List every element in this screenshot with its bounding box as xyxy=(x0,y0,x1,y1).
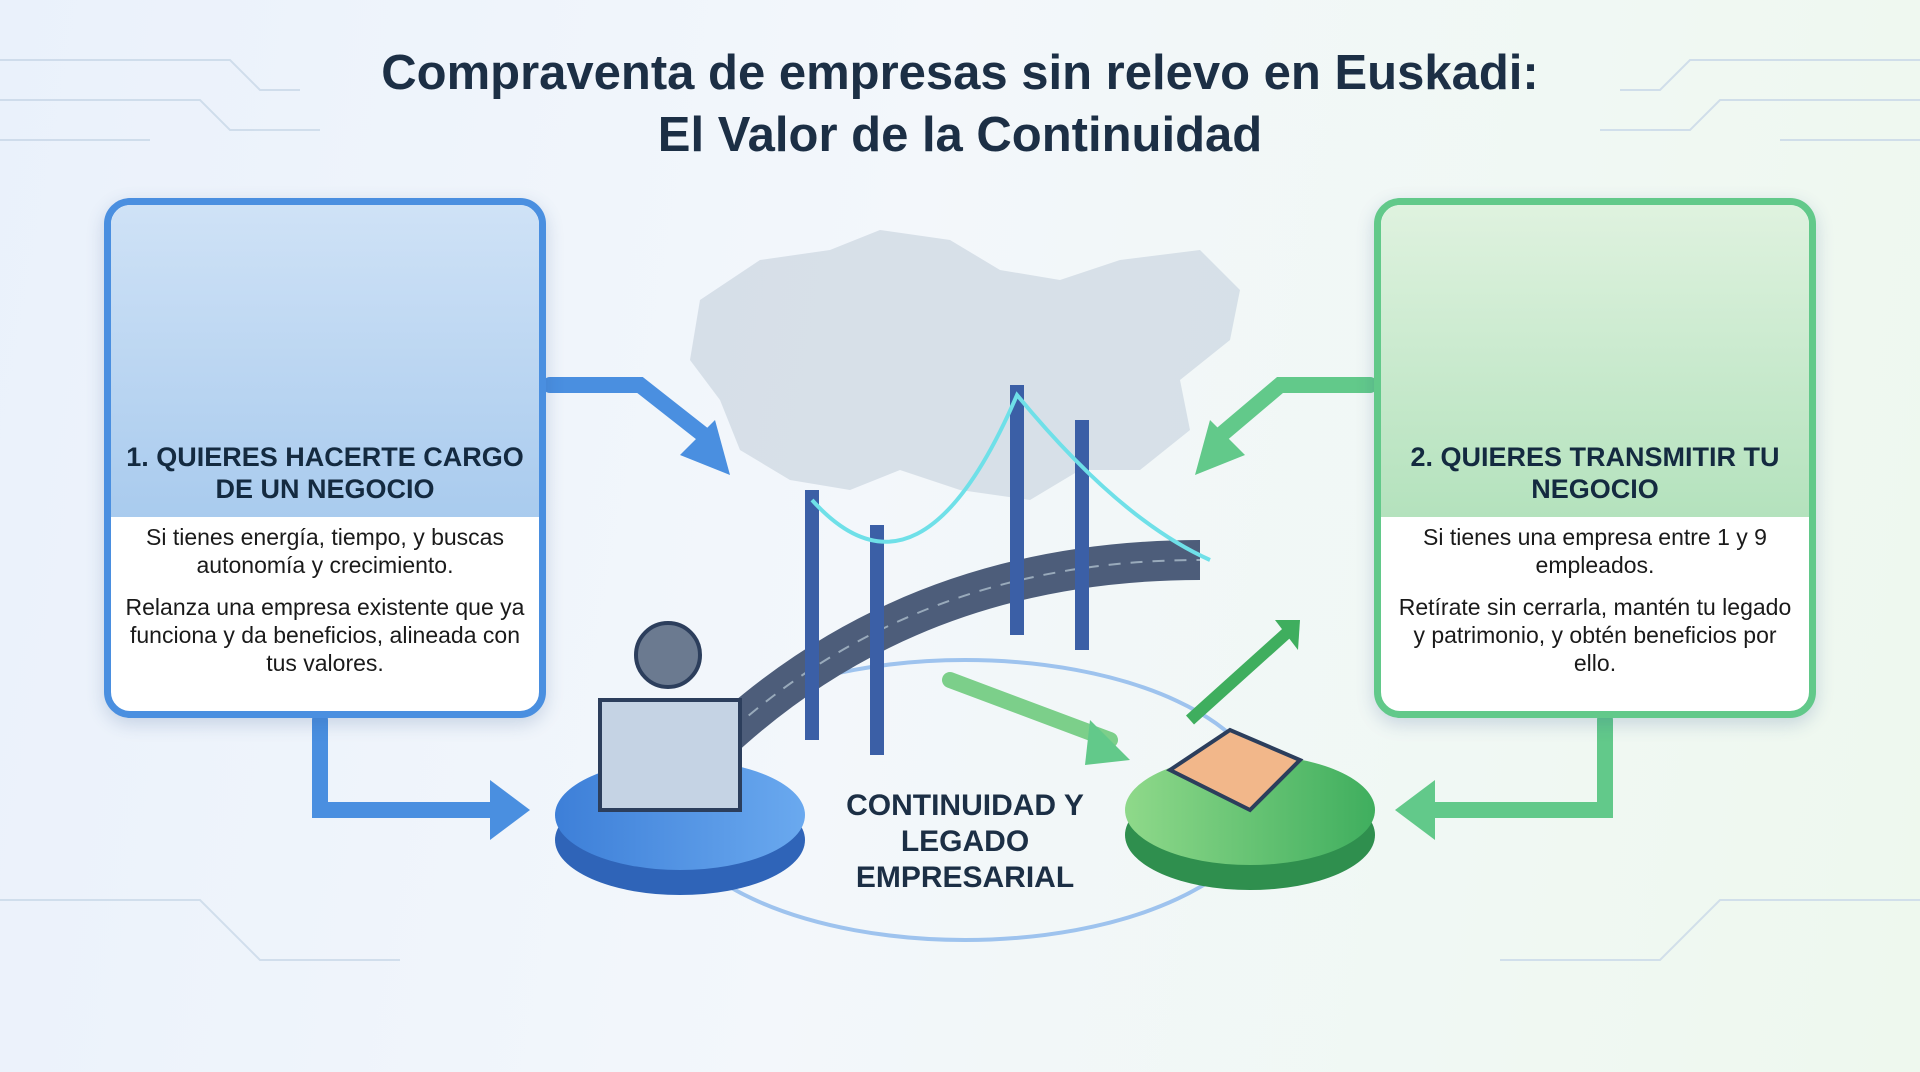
card-text: Relanza una empresa existente que ya fun… xyxy=(125,594,525,676)
card-header xyxy=(111,205,539,517)
bridge-icon xyxy=(685,385,1211,775)
card-header xyxy=(1381,205,1809,517)
euskadi-map xyxy=(690,230,1240,500)
card-body: Si tienes una empresa entre 1 y 9 emplea… xyxy=(1391,523,1799,691)
arrows xyxy=(312,377,1613,818)
continuity-label: CONTINUIDAD Y LEGADO EMPRESARIAL xyxy=(846,789,1084,894)
card-text: Si tienes una empresa entre 1 y 9 emplea… xyxy=(1423,524,1767,578)
shop-gear-icon xyxy=(598,621,742,812)
card-text: Retírate sin cerrarla, mantén tu legado … xyxy=(1398,594,1792,676)
card-heading: 1. QUIERES HACERTE CARGO DE UN NEGOCIO xyxy=(126,442,524,504)
page-title: Compraventa de empresas sin relevo en Eu… xyxy=(0,42,1920,166)
card-heading: 2. QUIERES TRANSMITIR TU NEGOCIO xyxy=(1410,442,1780,504)
handshake-icon xyxy=(1166,620,1304,813)
title-line-1: Compraventa de empresas sin relevo en Eu… xyxy=(381,46,1539,100)
card-transfer-business: 2. QUIERES TRANSMITIR TU NEGOCIO Si tien… xyxy=(1374,198,1816,718)
title-line-2: El Valor de la Continuidad xyxy=(657,108,1263,162)
arrowheads xyxy=(490,420,1435,840)
card-take-over-business: 1. QUIERES HACERTE CARGO DE UN NEGOCIO S… xyxy=(104,198,546,718)
circuit-lines-decoration xyxy=(0,59,1920,961)
card-text: Si tienes energía, tiempo, y buscas auto… xyxy=(146,524,504,578)
card-body: Si tienes energía, tiempo, y buscas auto… xyxy=(121,523,529,691)
